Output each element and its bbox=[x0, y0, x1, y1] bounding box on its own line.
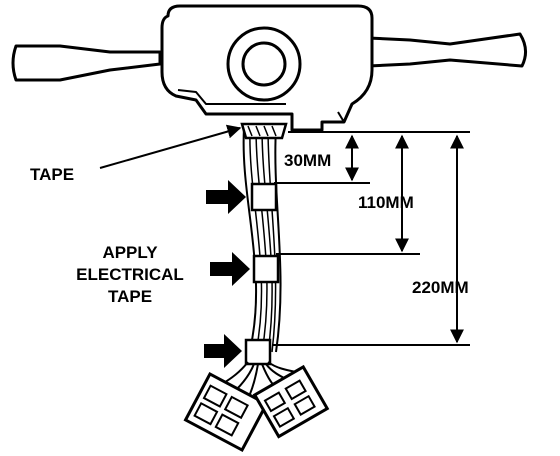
dim-220-label: 220MM bbox=[412, 278, 469, 297]
tape-label: TAPE bbox=[30, 165, 74, 184]
tape-band-3 bbox=[244, 338, 272, 366]
connector-left bbox=[183, 371, 269, 453]
combination-switch bbox=[11, 4, 527, 132]
hub-inner bbox=[241, 41, 287, 87]
arrow-right-icon bbox=[204, 180, 250, 368]
dimension-lines bbox=[272, 131, 470, 346]
left-lever bbox=[11, 44, 162, 82]
wire-harness bbox=[221, 122, 297, 395]
apply-label-line2: ELECTRICAL bbox=[76, 265, 184, 284]
dim-30-label: 30MM bbox=[284, 151, 331, 170]
tape-band-1 bbox=[250, 182, 278, 212]
tape-band-2 bbox=[252, 254, 280, 284]
connector-right bbox=[252, 364, 330, 439]
apply-label-line3: TAPE bbox=[108, 287, 152, 306]
tape-leader bbox=[99, 124, 242, 169]
apply-label-line1: APPLY bbox=[102, 243, 158, 262]
right-lever bbox=[366, 32, 527, 68]
dim-110-label: 110MM bbox=[358, 193, 414, 212]
